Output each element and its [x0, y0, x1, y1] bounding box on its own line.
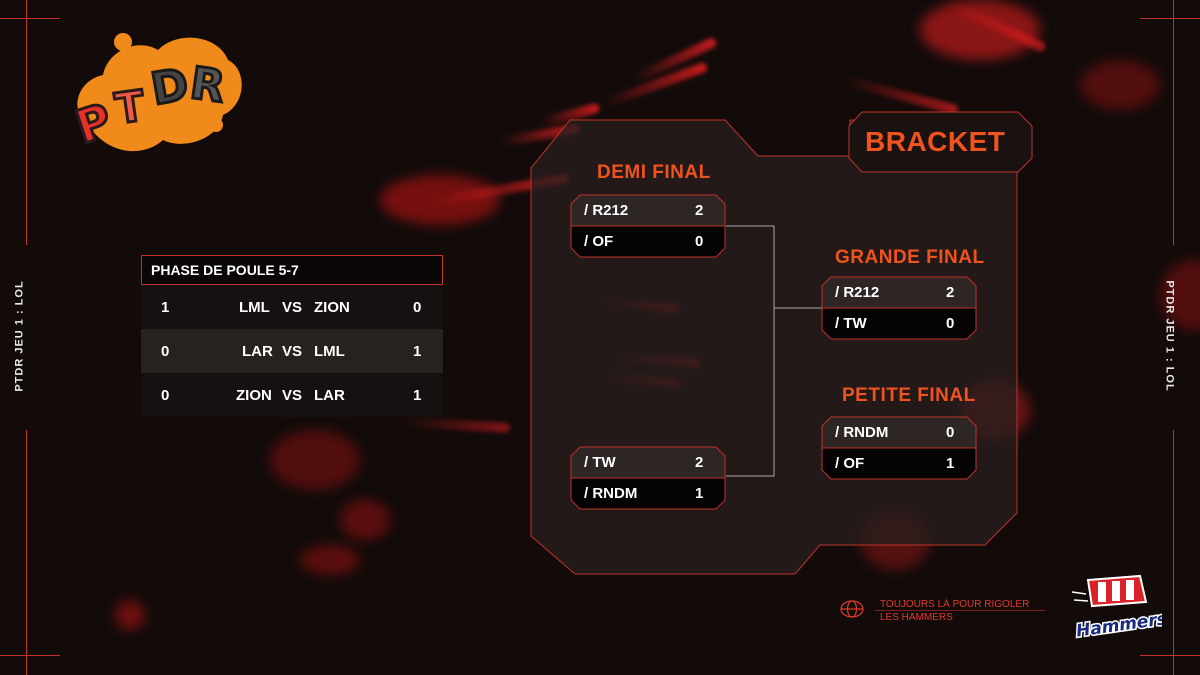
side-label-left: PTDR JEU 1 : LOL [13, 280, 26, 392]
poule-row: 0 LAR VS LML 1 [141, 329, 443, 373]
team-score: 1 [695, 485, 704, 502]
team-name: / OF [584, 233, 614, 250]
hammers-logo: Hammers [1071, 574, 1162, 643]
team-name: / RNDM [835, 424, 889, 441]
frame-line-bottom-right [1173, 430, 1174, 675]
team-score: 2 [695, 202, 704, 219]
frame-line-h-top-left [0, 18, 60, 19]
tagline-line2: LES HAMMERS [880, 612, 953, 623]
match-demi-1: / R212 2 / OF 0 [570, 194, 726, 258]
poule-vs: VS [282, 342, 303, 360]
team-name: / TW [584, 454, 616, 471]
side-label-right: PTDR JEU 1 : LOL [1163, 280, 1176, 392]
poule-team-right: LML [314, 342, 345, 360]
team-score: 1 [946, 455, 955, 472]
team-name: / RNDM [584, 485, 638, 502]
team-score: 0 [946, 424, 955, 441]
globe-icon [840, 600, 864, 618]
bracket-title: BRACKET [865, 126, 1006, 157]
ptdr-logo: P T D R [68, 33, 242, 156]
poule-row: 0 ZION VS LAR 1 [141, 373, 443, 417]
match-grande-final: / R212 2 / TW 0 [821, 276, 977, 340]
frame-line-top-right [1173, 0, 1174, 245]
tagline-divider [875, 610, 1045, 611]
bracket-title-box [848, 111, 1033, 173]
match-petite-final: / RNDM 0 / OF 1 [821, 416, 977, 480]
poule-row: 1 LML VS ZION 0 [141, 285, 443, 329]
poule-team-left: LML [239, 298, 270, 316]
poule-title: PHASE DE POULE 5-7 [141, 255, 443, 285]
poule-team-right: LAR [314, 386, 345, 404]
demi-final-title: DEMI FINAL [597, 162, 711, 183]
team-name: / TW [835, 315, 867, 332]
poule-vs: VS [282, 386, 303, 404]
poule-team-left: LAR [242, 342, 273, 360]
team-name: / R212 [835, 284, 880, 301]
grande-final-title: GRANDE FINAL [835, 247, 985, 268]
poule-table: PHASE DE POULE 5-7 1 LML VS ZION 0 0 LAR… [141, 255, 443, 417]
poule-vs: VS [282, 298, 303, 316]
poule-team-right: ZION [314, 298, 350, 316]
match-demi-2: / TW 2 / RNDM 1 [570, 446, 726, 510]
team-score: 0 [695, 233, 704, 250]
frame-line-h-bottom-left [0, 655, 60, 656]
petite-final-title: PETITE FINAL [842, 385, 976, 406]
poule-score-right: 1 [413, 342, 422, 360]
team-name: / OF [835, 455, 865, 472]
poule-score-right: 1 [413, 386, 422, 404]
svg-text:D: D [147, 59, 192, 116]
frame-line-h-top-right [1140, 18, 1200, 19]
poule-score-right: 0 [413, 298, 422, 316]
frame-line-h-bottom-right [1140, 655, 1200, 656]
team-score: 2 [695, 454, 704, 471]
tagline: TOUJOURS LÀ POUR RIGOLER LES HAMMERS [880, 598, 1029, 624]
frame-line-top-left [26, 0, 27, 245]
poule-score-left: 0 [161, 386, 170, 404]
svg-text:Hammers: Hammers [1075, 609, 1162, 641]
team-score: 0 [946, 315, 955, 332]
team-name: / R212 [584, 202, 629, 219]
poule-score-left: 1 [161, 298, 170, 316]
poule-team-left: ZION [236, 386, 272, 404]
svg-text:R: R [187, 58, 228, 113]
poule-score-left: 0 [161, 342, 170, 360]
bracket-panel: BRACKET DEMI FINAL GRANDE FINAL PETITE F… [530, 108, 1033, 578]
team-score: 2 [946, 284, 955, 301]
frame-line-bottom-left [26, 430, 27, 675]
tagline-line1: TOUJOURS LÀ POUR RIGOLER [880, 599, 1030, 610]
